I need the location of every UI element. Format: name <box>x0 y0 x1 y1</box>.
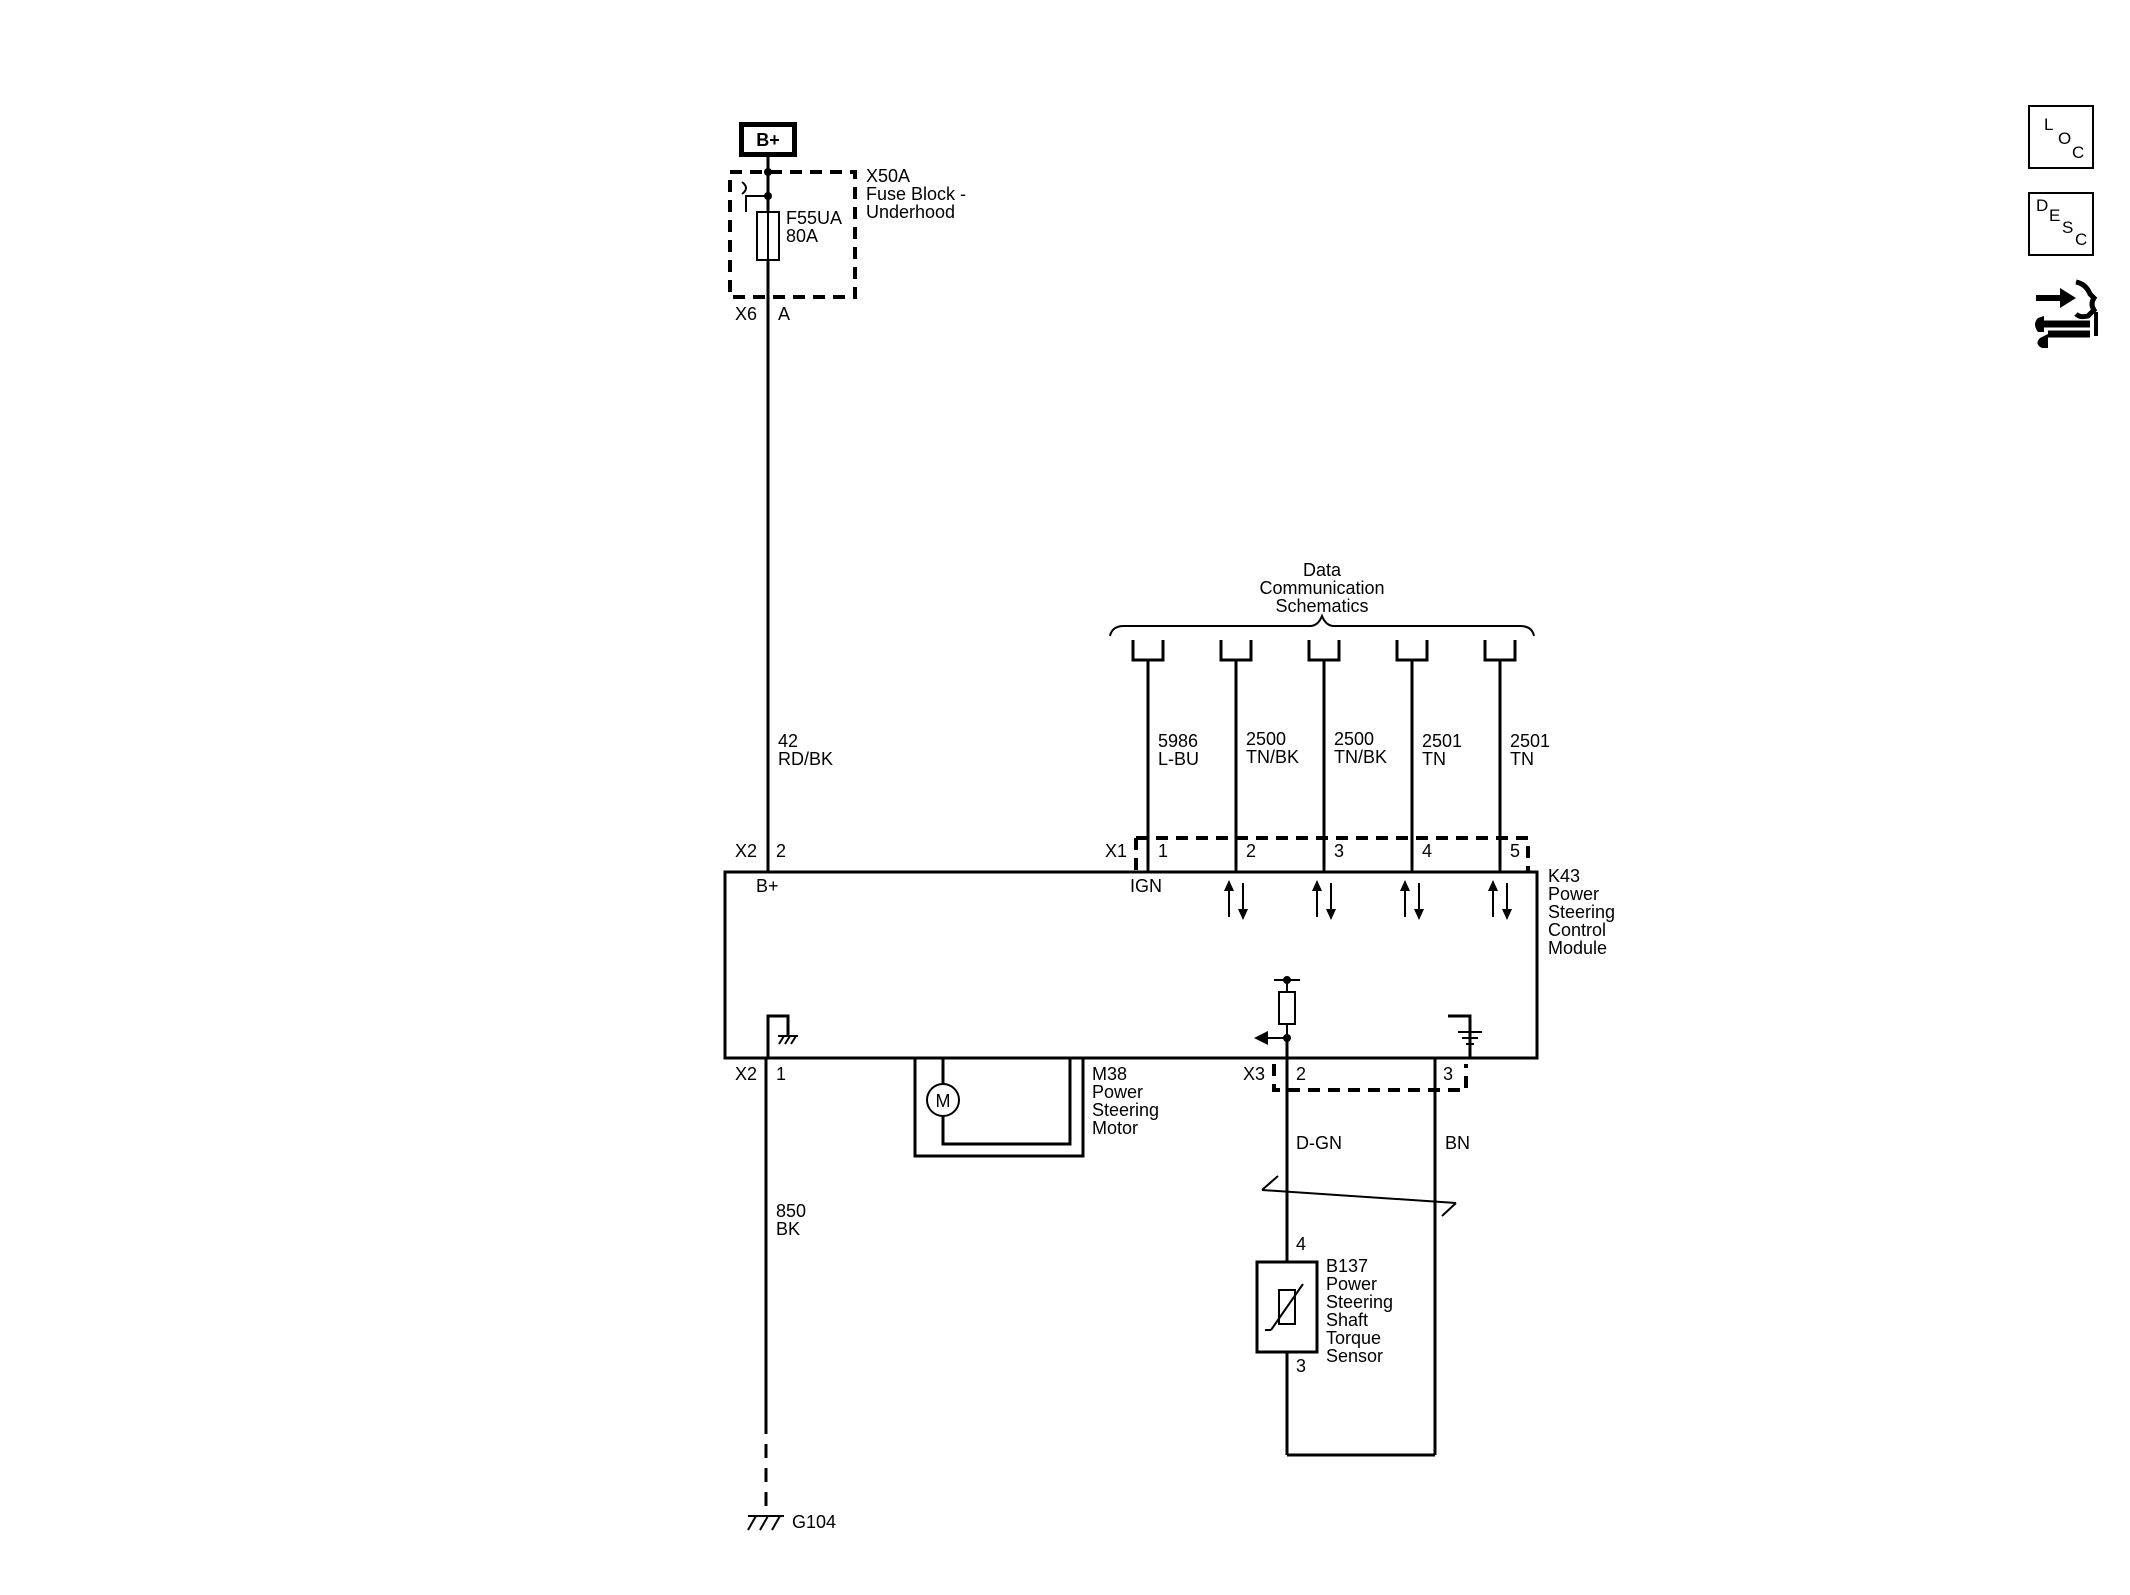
wire-2500b-color: TN/BK <box>1334 747 1387 767</box>
x3-connector-outline <box>1272 1064 1468 1092</box>
wire-5986-circuit: 5986 <box>1158 731 1198 751</box>
loc-button[interactable]: L O C <box>2028 105 2094 169</box>
wire-850-color: BK <box>776 1219 800 1239</box>
x1-pin-5: 5 <box>1510 841 1520 861</box>
x1-pin-1: 1 <box>1158 841 1168 861</box>
motor-id: M38 <box>1092 1064 1127 1084</box>
x1-connector: X1 <box>1105 841 1127 861</box>
wire-850-circuit: 850 <box>776 1201 806 1221</box>
sensor-name-line4: Torque <box>1326 1328 1381 1348</box>
connector-tools-button[interactable] <box>2030 276 2102 352</box>
wire-42-color: RD/BK <box>778 749 833 769</box>
wire-2500a-color: TN/BK <box>1246 747 1299 767</box>
module-id: K43 <box>1548 866 1580 886</box>
x1-pin-3: 3 <box>1334 841 1344 861</box>
variable-element-slash <box>1270 1283 1304 1331</box>
fuse-block-id: X50A <box>866 166 910 186</box>
loc-letter-3: C <box>2072 143 2085 162</box>
motor-name-line1: Power <box>1092 1082 1143 1102</box>
wire-2501b-color: TN <box>1510 749 1534 769</box>
sensor-name-line1: Power <box>1326 1274 1377 1294</box>
desc-button[interactable]: D E S C <box>2028 192 2094 256</box>
battery-positive-source: B+ <box>739 122 797 157</box>
fuse-block-name-line2: Underhood <box>866 202 955 222</box>
twisted-pair-symbol <box>1261 1175 1457 1217</box>
sensor-name-line5: Sensor <box>1326 1346 1383 1366</box>
signal-wire-color: D-GN <box>1296 1133 1342 1153</box>
data-comm-line3: Schematics <box>1275 596 1368 616</box>
loc-letter-1: L <box>2044 115 2054 134</box>
signal-input-arrow <box>1254 1031 1268 1045</box>
fuse-bus-bar <box>745 195 768 212</box>
fuse-block-outline <box>728 170 857 299</box>
ground-id: G104 <box>792 1512 836 1532</box>
return-wire-color: BN <box>1445 1133 1470 1153</box>
module-name-line2: Steering <box>1548 902 1615 922</box>
data-comm-line2: Communication <box>1259 578 1384 598</box>
x1-connector-outline <box>1134 836 1530 872</box>
x2-connector-bottom: X2 <box>735 1064 757 1084</box>
fuse-bus-curl <box>741 181 747 195</box>
desc-letter-3: S <box>2062 218 2074 237</box>
chassis-ground-icon <box>778 1035 798 1045</box>
x1-pin-4: 4 <box>1422 841 1432 861</box>
x2-connector-top: X2 <box>735 841 757 861</box>
module-ign-label: IGN <box>1130 876 1162 896</box>
x3-pin-2: 2 <box>1296 1064 1306 1084</box>
fuse-rating: 80A <box>786 226 818 246</box>
fuse-block-name-line1: Fuse Block - <box>866 184 966 204</box>
connector-wrench-icon <box>2035 279 2098 348</box>
sensor-name-line2: Steering <box>1326 1292 1393 1312</box>
desc-letter-1: D <box>2036 196 2049 215</box>
serial-data-arrows <box>1224 880 1512 920</box>
x3-connector: X3 <box>1243 1064 1265 1084</box>
bplus-source-label: B+ <box>756 130 780 150</box>
loc-letter-2: O <box>2058 129 2072 148</box>
motor-name-line2: Steering <box>1092 1100 1159 1120</box>
fuse-splice-dot <box>764 168 772 176</box>
fuse-id: F55UA <box>786 208 842 228</box>
motor-name-line3: Motor <box>1092 1118 1138 1138</box>
sensor-id: B137 <box>1326 1256 1368 1276</box>
x3-pin-3: 3 <box>1443 1064 1453 1084</box>
wire-5986-color: L-BU <box>1158 749 1199 769</box>
wire-2500a-circuit: 2500 <box>1246 729 1286 749</box>
data-comm-connectors <box>1131 640 1517 662</box>
desc-letter-4: C <box>2075 230 2088 249</box>
motor-icon <box>926 1083 960 1117</box>
module-name-line3: Control <box>1548 920 1606 940</box>
chassis-ground-g104-icon <box>747 1515 784 1531</box>
power-steering-control-module <box>723 870 1539 1060</box>
fuse-block-pin: A <box>778 304 790 324</box>
motor-internal-wiring <box>941 1058 1072 1146</box>
wire-2501a-circuit: 2501 <box>1422 731 1462 751</box>
wire-42-circuit: 42 <box>778 731 798 751</box>
motor-symbol-label: M <box>936 1091 951 1111</box>
wire-2501b-circuit: 2501 <box>1510 731 1550 751</box>
internal-pullup-resistor <box>1274 976 1300 1038</box>
fuse-block-connector: X6 <box>735 304 757 324</box>
module-bplus-label: B+ <box>756 876 779 896</box>
internal-chassis-ground <box>766 1014 790 1058</box>
x2-pin-2: 2 <box>776 841 786 861</box>
sensor-name-line3: Shaft <box>1326 1310 1368 1330</box>
x2-pin-1: 1 <box>776 1064 786 1084</box>
wire-2501a-color: TN <box>1422 749 1446 769</box>
module-name-line4: Module <box>1548 938 1607 958</box>
x1-pin-2: 2 <box>1246 841 1256 861</box>
sensor-pin-4: 4 <box>1296 1234 1306 1254</box>
signal-ground-icon <box>1458 1016 1482 1045</box>
module-name-line1: Power <box>1548 884 1599 904</box>
wire-2500b-circuit: 2500 <box>1334 729 1374 749</box>
desc-letter-2: E <box>2049 206 2061 225</box>
motor-housing <box>913 1056 1085 1158</box>
data-comm-line1: Data <box>1303 560 1342 580</box>
data-comm-brace <box>1109 613 1535 637</box>
sensor-pin-3: 3 <box>1296 1356 1306 1376</box>
